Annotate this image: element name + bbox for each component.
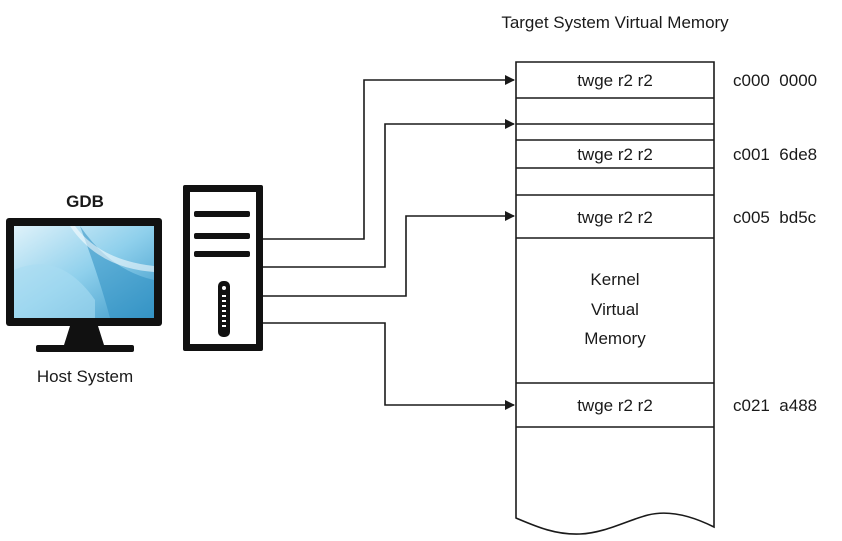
kernel-region-label: Virtual	[591, 300, 639, 319]
memory-entry-instruction: twge r2 r2	[577, 71, 653, 90]
monitor-icon	[6, 218, 162, 352]
memory-entry-instruction: twge r2 r2	[577, 396, 653, 415]
gdb-label: GDB	[66, 192, 104, 211]
host-system-label: Host System	[37, 367, 133, 386]
connector-arrow-2	[263, 119, 515, 268]
memory-address: c021 a488	[733, 396, 817, 415]
memory-entry-instruction: twge r2 r2	[577, 145, 653, 164]
memory-column	[515, 61, 715, 535]
memory-address: c000 0000	[733, 71, 817, 90]
connector-arrow-4	[263, 322, 515, 410]
connector-arrow-3	[263, 211, 515, 297]
kernel-region-label: Kernel	[590, 270, 639, 289]
kernel-region-label: Memory	[584, 329, 646, 348]
memory-entry-instruction: twge r2 r2	[577, 208, 653, 227]
memory-address: c005 bd5c	[733, 208, 817, 227]
memory-address: c001 6de8	[733, 145, 817, 164]
computer-tower-icon	[183, 185, 263, 351]
connector-arrow-1	[263, 75, 515, 240]
diagram-title: Target System Virtual Memory	[501, 13, 729, 32]
